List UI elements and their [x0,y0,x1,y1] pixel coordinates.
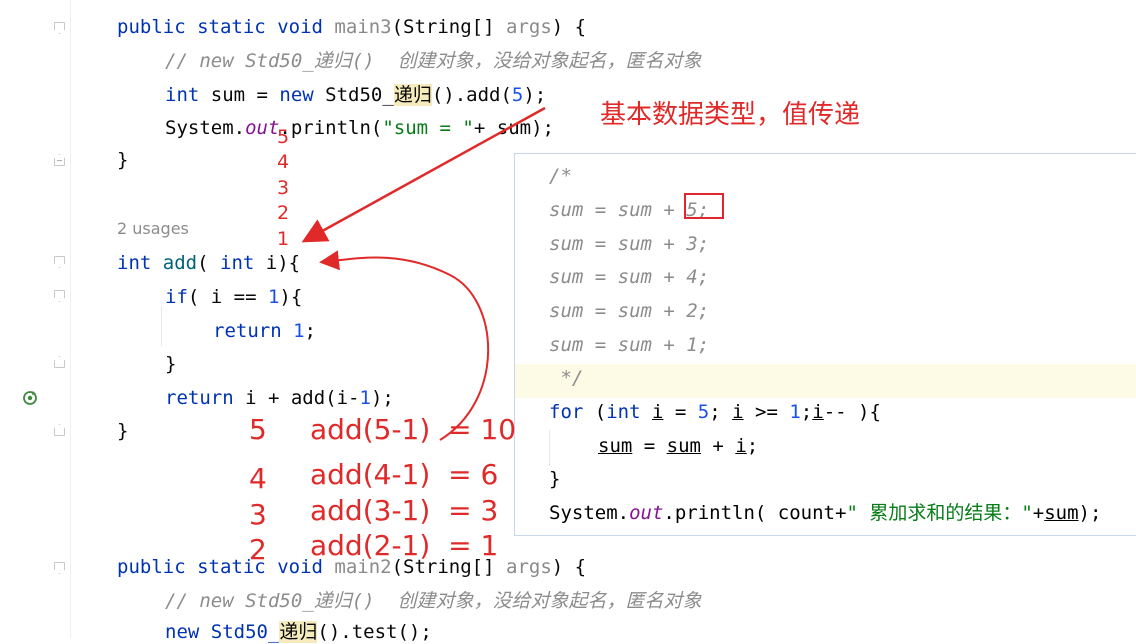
call-expression: add(4-1) = 6 [310,458,499,491]
stack-number: 2 [277,202,290,224]
stack-number: 3 [277,177,290,199]
comment-line-2: // new Std50_递归() 创建对象，没给对象起名，匿名对象 [165,590,702,612]
main3-close-brace: } [117,149,129,171]
recursion-curve-arrow [319,250,490,441]
highlight-box [684,193,724,219]
stack-number: 5 [277,126,290,148]
call-depth-number: 3 [249,498,267,531]
popup-for-loop: for (int i = 5; i >= 1;i-- ){ [549,401,881,423]
indent-guide [161,306,162,346]
fold-toggle-add[interactable] [54,256,65,268]
print-line: System.out.println("sum = "+ sum); [165,117,554,139]
fold-toggle-add-end[interactable] [54,424,65,436]
popup-loop-body: sum = sum + i; [598,435,759,457]
current-line-highlight [515,364,1136,398]
comment-line: // new Std50_递归() 创建对象，没给对象起名，匿名对象 [165,50,702,72]
fold-toggle-if[interactable] [54,290,65,302]
indent-guide [549,430,550,466]
stack-number: 1 [277,228,290,250]
popup-comment-line: sum = sum + 4; [549,266,710,288]
popup-comment-line: sum = sum + 2; [549,300,710,322]
fold-toggle-if-end[interactable] [54,356,65,368]
call-depth-number: 4 [249,462,267,495]
popup-comment-open: /* [549,165,572,187]
call-expression: add(3-1) = 3 [310,494,499,527]
popup-loop-close: } [549,468,561,490]
fold-toggle-main3-end[interactable] [54,154,65,166]
arrow-to-add [301,106,546,243]
popup-print-line: System.out.println( count+" 累加求和的结果："+su… [549,502,1102,524]
return-recursive: return i + add(i-1); [165,387,394,409]
return-one: return 1; [213,320,316,342]
stack-number: 4 [277,151,290,173]
annotation-title: 基本数据类型，值传递 [600,100,861,130]
popup-comment-line: sum = sum + 5; [549,199,710,221]
if-line: if( i == 1){ [165,286,303,308]
popup-comment-close: */ [549,367,584,389]
editor-gutter [0,0,71,638]
sum-declaration: int sum = new Std50_递归().add(5); [165,84,547,106]
call-depth-number: 2 [249,533,267,566]
call-depth-number: 5 [249,413,267,446]
popup-comment-line: sum = sum + 3; [549,233,710,255]
usages-hint[interactable]: 2 usages [117,219,189,238]
fold-toggle-main3[interactable] [54,22,65,34]
if-close-brace: } [165,353,177,375]
add-close-brace: } [117,420,129,442]
main2-signature: public static void main2(String[] args) … [117,556,587,578]
recursive-call-icon[interactable] [22,390,38,406]
code-preview-popup[interactable]: /* sum = sum + 5; sum = sum + 3; sum = s… [514,153,1136,536]
popup-comment-line: sum = sum + 1; [549,334,710,356]
call-expression: add(5-1) = 10 [310,413,517,446]
fold-toggle-main2[interactable] [54,562,65,574]
add-signature: int add( int i){ [117,252,301,274]
call-expression: add(2-1) = 1 [310,529,499,562]
main3-signature: public static void main3(String[] args) … [117,16,587,38]
